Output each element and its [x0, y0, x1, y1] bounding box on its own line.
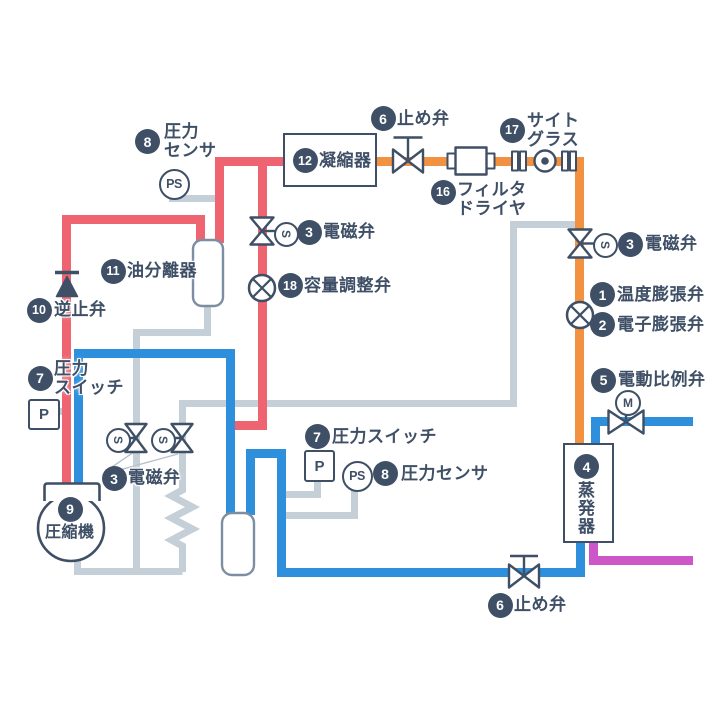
sight-glass-flange-4 — [569, 150, 577, 172]
badge-12: 12 — [292, 148, 318, 173]
badge-2: 2 — [590, 312, 615, 337]
liquid-pipe — [371, 157, 584, 445]
oil-bottom-pipe — [74, 556, 183, 575]
solenoid-valve-b-icon — [170, 422, 194, 454]
evaporator-return-pipe — [246, 449, 585, 577]
discharge-pipes — [62, 157, 285, 485]
badge-9: 9 — [57, 496, 83, 522]
sight-glass-label: サイト グラス — [527, 111, 580, 149]
check-valve-icon — [55, 275, 79, 298]
solenoid-top-label: 電磁弁 — [323, 222, 376, 241]
solenoid-coil-right-icon: S — [592, 232, 618, 258]
s-label: S — [155, 435, 170, 445]
control-pipes — [55, 194, 577, 575]
m-label: M — [623, 396, 633, 410]
pressure-sensor-mid-icon: PS — [341, 460, 373, 492]
pressure-switch-mid-icon: P — [304, 450, 335, 482]
badge-11: 11 — [100, 258, 126, 284]
badge-3-mid: 3 — [101, 466, 127, 491]
sight-glass-dot — [541, 157, 549, 165]
ps-label: PS — [166, 177, 182, 191]
expansion-valve-cross — [570, 305, 590, 325]
hot-gas-bypass-pipe — [233, 158, 267, 430]
badge-7-left: 7 — [27, 365, 53, 391]
discharge-pipe — [62, 215, 205, 485]
s-label: S — [278, 229, 293, 239]
badge-18: 18 — [277, 273, 303, 298]
badge-3-right: 3 — [617, 231, 643, 257]
accumulator-vessel — [220, 511, 256, 577]
s-label: S — [110, 435, 125, 445]
evaporator-label: 蒸 発 器 — [578, 481, 596, 536]
pressure-switch-left-label: 圧力 スイッチ — [54, 359, 124, 397]
inlet-right-pipe — [591, 417, 693, 445]
p-mid-tap-pipe — [282, 477, 321, 498]
pressure-switch-left-icon: P — [28, 399, 60, 430]
badge-7-mid: 7 — [304, 424, 330, 449]
solenoid-coil-top-icon: S — [273, 221, 299, 247]
stop-valve-top-icon — [391, 148, 425, 174]
stop-valve-top-label: 止め弁 — [397, 109, 450, 128]
thermal-exp-valve-label: 温度膨張弁 — [617, 285, 705, 304]
badge-1: 1 — [590, 282, 615, 307]
water-pipe — [589, 537, 693, 565]
filter-dryer-label: フィルタ ドライヤ — [457, 180, 527, 218]
ps-label: PS — [349, 469, 365, 483]
oil-separator-label: 油分離器 — [127, 261, 197, 280]
motor-prop-valve-label: 電動比例弁 — [618, 370, 706, 389]
pressure-sensor-top-icon: PS — [158, 168, 190, 200]
solenoid-valve-right-icon — [567, 228, 593, 259]
stop-valve-bottom-stem — [510, 554, 538, 574]
badge-8-mid: 8 — [372, 461, 398, 486]
valve-symbols — [55, 136, 645, 589]
capacity-valve-label: 容量調整弁 — [304, 276, 392, 295]
badge-10: 10 — [26, 297, 52, 323]
solenoid-coil-a-icon: S — [105, 427, 131, 453]
check-valve-label: 逆止弁 — [54, 300, 107, 319]
compressor-head — [43, 482, 101, 501]
badge-6-top: 6 — [370, 106, 396, 131]
solenoid-coil-b-icon: S — [150, 427, 176, 453]
motor-valve-icon — [607, 409, 645, 435]
ps-mid-tap-pipe — [282, 486, 358, 519]
pressure-sensor-mid-label: 圧力センサ — [401, 464, 489, 483]
badge-16: 16 — [430, 179, 456, 205]
stop-valve-top-stem — [393, 136, 423, 159]
solenoid-valve-top-icon — [249, 216, 275, 246]
suction-pipes — [74, 349, 693, 577]
badge-17: 17 — [499, 117, 525, 143]
solenoid-right-label: 電磁弁 — [645, 234, 698, 253]
sight-glass-flange-2 — [519, 150, 527, 172]
bypass-capillary-pipe — [163, 221, 577, 572]
stop-valve-bottom-icon — [507, 563, 541, 589]
motor-icon: M — [615, 390, 641, 416]
pressure-switch-mid-label: 圧力スイッチ — [332, 427, 437, 446]
badge-4: 4 — [574, 454, 599, 479]
electronic-exp-valve-label: 電子膨張弁 — [617, 315, 705, 334]
compressor-label: 圧縮機 — [45, 524, 95, 541]
p-label: P — [38, 406, 49, 423]
oil-separator-vessel — [191, 238, 225, 308]
filter-dryer-flange-right — [485, 152, 496, 170]
condenser-label: 凝縮器 — [319, 151, 372, 170]
badge-5: 5 — [591, 367, 616, 393]
solenoid-mid-label: 電磁弁 — [128, 468, 181, 487]
badge-8-top: 8 — [135, 129, 160, 154]
sight-glass-flange-1 — [511, 150, 519, 172]
badge-6-bottom: 6 — [487, 592, 513, 618]
solenoid-valve-a-icon — [124, 422, 148, 454]
badge-3-top: 3 — [296, 219, 322, 245]
filter-dryer-icon — [454, 146, 488, 176]
pressure-sensor-top-label: 圧力 センサ — [164, 122, 217, 160]
capacity-valve-cross — [252, 278, 272, 298]
p-label: P — [314, 457, 325, 475]
sight-glass-flange-3 — [561, 150, 569, 172]
suction-pipe — [74, 349, 235, 515]
s-label: S — [597, 240, 612, 250]
stop-valve-bottom-label: 止め弁 — [514, 595, 567, 614]
